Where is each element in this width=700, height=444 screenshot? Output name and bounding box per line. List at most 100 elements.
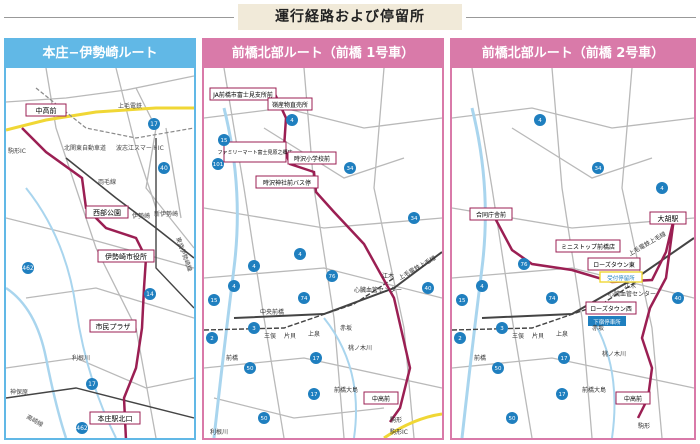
- svg-text:17: 17: [561, 356, 568, 362]
- label-joden-3: 上毛電鉄上毛線: [627, 230, 667, 258]
- label-shinkasuga-3: 心臓血管センター: [608, 290, 656, 298]
- stop-label-3-6: 下宿停車所: [588, 316, 626, 326]
- road-shield-2-6: 4: [248, 260, 260, 272]
- panel-1-title: 本庄−伊勢崎ルート: [6, 40, 194, 68]
- road-shield-1-0: 17: [148, 118, 160, 130]
- road-shield-2-8: 74: [298, 292, 310, 304]
- road-shield-1-2: 462: [22, 262, 34, 274]
- stop-label-1-3: 市民プラザ: [89, 319, 137, 333]
- svg-text:4: 4: [252, 264, 256, 270]
- road-shield-1-5: 462: [76, 422, 88, 434]
- road-shield-1-4: 17: [86, 378, 98, 390]
- stop-label-2-3: 時沢小学校前: [287, 151, 337, 165]
- label-maebashi-3: 前橋: [474, 354, 486, 362]
- svg-text:嶺産物直売所: 嶺産物直売所: [272, 101, 308, 109]
- label-tonegawa-2: 利根川: [210, 428, 228, 436]
- stop-label-3-1: 大胡駅: [649, 211, 687, 225]
- svg-text:462: 462: [22, 265, 34, 272]
- label-kamimaebashi-3: 上泉: [556, 330, 568, 338]
- svg-text:大胡駅: 大胡駅: [658, 214, 679, 223]
- label-shin-isesaki-1: 新伊勢崎: [154, 210, 178, 218]
- svg-text:4: 4: [290, 118, 294, 124]
- stop-label-2-2: ファミリーマート富士見原之郷店: [217, 141, 293, 163]
- svg-text:ファミリーマート富士見原之郷店: ファミリーマート富士見原之郷店: [217, 149, 292, 156]
- svg-text:本庄駅北口: 本庄駅北口: [98, 414, 133, 423]
- stop-label-3-0: 合同庁舎前: [469, 207, 513, 221]
- svg-text:17: 17: [559, 392, 566, 398]
- road-shield-3-2: 4: [656, 182, 668, 194]
- road-shield-3-13: 2: [454, 332, 466, 344]
- rail-joden-2: [233, 251, 442, 319]
- svg-text:34: 34: [347, 166, 354, 172]
- label-shinkasuga-2: 心臓血管センター: [354, 286, 402, 294]
- label-sanbo-3: 三俣: [512, 332, 524, 340]
- svg-text:中高前: 中高前: [36, 106, 57, 115]
- river-2b: [323, 317, 357, 438]
- road-shield-2-0: 15: [218, 134, 230, 146]
- svg-text:ローズタウン東: ローズタウン東: [593, 261, 635, 269]
- label-tobu-1: 東武伊勢崎線: [174, 236, 194, 273]
- road-shield-3-9: 40: [672, 292, 684, 304]
- road-shield-1-3: 14: [144, 288, 156, 300]
- svg-text:40: 40: [675, 296, 682, 302]
- svg-text:3: 3: [252, 326, 256, 332]
- label-komagata-2: 駒形: [390, 416, 402, 424]
- river-3b: [591, 317, 616, 438]
- stop-label-1-2: 伊勢崎市役所: [97, 249, 155, 263]
- label-sanbo-2: 三俣: [264, 332, 276, 340]
- svg-text:2: 2: [458, 336, 462, 342]
- label-kamimaebashi-2: 上泉: [308, 330, 320, 338]
- river-1b: [25, 187, 117, 438]
- road-shield-2-13: 40: [422, 282, 434, 294]
- road-shield-3-10: 17: [556, 388, 568, 400]
- svg-text:34: 34: [411, 216, 418, 222]
- svg-text:76: 76: [521, 262, 528, 268]
- road-shield-3-1: 34: [592, 162, 604, 174]
- label-akagi-2: 赤坂: [340, 324, 352, 332]
- svg-text:市民プラザ: 市民プラザ: [96, 322, 131, 331]
- svg-text:2: 2: [210, 336, 214, 342]
- svg-text:ミニストップ前橋店: ミニストップ前橋店: [561, 243, 615, 251]
- rail-tobu-1: [155, 138, 194, 309]
- label-ryomo-1: 両毛線: [98, 178, 116, 186]
- river-1a: [6, 286, 68, 438]
- route-panel-2: 前橋北部ルート（前橋 1号車） JA前橋市富士見支所前 嶺産物直売所 ファミリー…: [202, 38, 444, 440]
- svg-text:17: 17: [88, 381, 96, 388]
- label-komagata-3: 駒形: [638, 422, 650, 430]
- svg-text:17: 17: [150, 121, 158, 128]
- road-shield-3-11: 50: [506, 412, 518, 424]
- roads-3: [452, 68, 694, 438]
- road-shield-2-9: 15: [208, 294, 220, 306]
- label-tonegawa-1: 利根川: [72, 354, 90, 362]
- stop-label-1-1: 西部公園: [85, 205, 129, 219]
- stop-label-3-7: 中高前: [615, 391, 651, 405]
- map-2: JA前橋市富士見支所前 嶺産物直売所 ファミリーマート富士見原之郷店 時沢小学校…: [204, 68, 442, 438]
- road-shield-2-3: 34: [344, 162, 356, 174]
- svg-text:3: 3: [500, 326, 504, 332]
- route-line-1: [21, 127, 148, 438]
- map-1: 中高前 西部公園 伊勢崎市役所 市民プラザ 本庄駅北口 駒形IC 北関東自動車道…: [6, 68, 194, 438]
- label-kiriki-2: 桃ノ木川: [348, 344, 372, 352]
- rail-ryomo-2: [204, 277, 395, 331]
- label-joden-2: 上毛電鉄上毛線: [397, 254, 437, 282]
- label-sakai-ic-1: 波志江スマートIC: [116, 144, 164, 152]
- label-maebashi-2: 前橋: [226, 354, 238, 362]
- svg-text:伊勢崎市役所: 伊勢崎市役所: [105, 252, 147, 261]
- expressway-1: [6, 106, 194, 132]
- road-shield-2-12: 50: [244, 362, 256, 374]
- svg-text:462: 462: [76, 425, 88, 432]
- label-expressway-1: 北関東自動車道: [64, 144, 106, 152]
- label-akagi-3: 赤坂: [592, 324, 604, 332]
- panel-3-title: 前橋北部ルート（前橋 2号車）: [452, 40, 694, 68]
- panel-2-title: 前橋北部ルート（前橋 1号車）: [204, 40, 442, 68]
- stop-label-2-1: 嶺産物直売所: [267, 97, 313, 111]
- road-shield-3-0: 4: [534, 114, 546, 126]
- svg-text:4: 4: [538, 118, 542, 124]
- stop-label-1-0: 中高前: [25, 103, 67, 117]
- road-shield-3-7: 17: [558, 352, 570, 364]
- title-bar: 運行経路および停留所: [0, 0, 700, 36]
- svg-text:合同庁舎前: 合同庁舎前: [476, 211, 506, 219]
- roads-2: [204, 68, 442, 438]
- label-maebashi-oshima-2: 前橋大島: [334, 386, 358, 394]
- stop-label-3-4: 受付停留所: [599, 271, 643, 283]
